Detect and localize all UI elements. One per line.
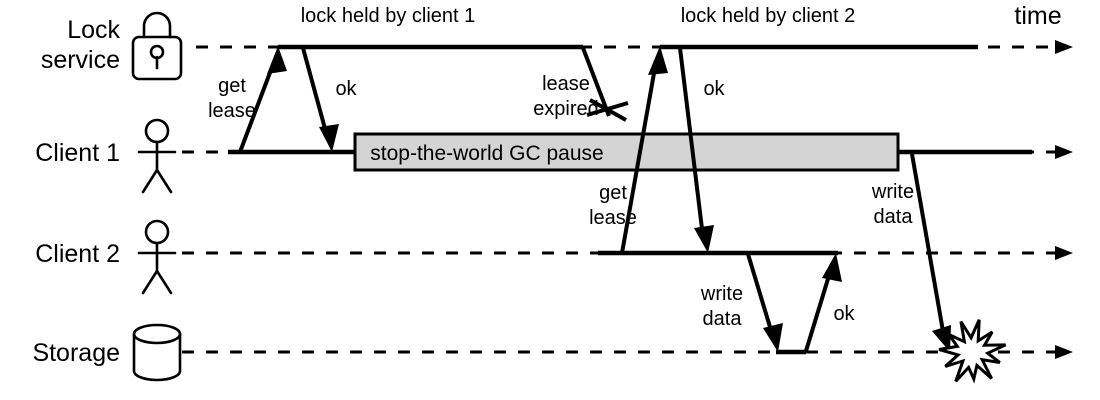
message-label-get-lease-client-2-line1: get (599, 182, 627, 204)
lane-label-storage: Storage (32, 339, 120, 367)
gc-pause-label: stop-the-world GC pause (370, 142, 603, 165)
gc-pause-box: stop-the-world GC pause (353, 132, 900, 172)
lifeline-storage (182, 345, 1073, 359)
message-label-get-lease-client-1-line1: get (218, 75, 246, 97)
padlock-icon (131, 11, 183, 81)
span-label-lock-held-client-1: lock held by client 1 (301, 5, 476, 27)
message-get-lease-client-1: get lease (208, 46, 287, 153)
message-label-lease-expired-line2: expired (533, 98, 599, 120)
message-label-write-data-client-1-line2: data (874, 206, 914, 228)
message-label-get-lease-client-1-line2: lease (208, 100, 256, 122)
time-arrow-client-1 (1055, 145, 1073, 159)
lifeline-lock-service (196, 40, 1073, 54)
lane-label-client-1: Client 1 (35, 139, 120, 167)
lane-storage: Storage (32, 323, 182, 382)
stick-figure-icon-client-1 (137, 118, 177, 194)
time-arrow-storage (1055, 345, 1073, 359)
message-write-data-client-2: write data (700, 253, 783, 352)
database-cylinder-icon (132, 323, 182, 382)
time-arrow-client-2 (1055, 246, 1073, 260)
lane-label-lock-service-line2: service (41, 46, 120, 74)
time-axis-label: time (1014, 2, 1061, 30)
lane-client-2: Client 2 (35, 219, 177, 295)
collision-burst-icon (938, 319, 1007, 384)
message-label-write-data-client-2-line2: data (703, 308, 743, 330)
message-get-lease-client-2: get lease (589, 46, 668, 254)
message-label-ok-storage-to-client-2: ok (833, 303, 855, 325)
stick-figure-icon-client-2 (137, 219, 177, 295)
lifeline-client-2 (182, 246, 1073, 260)
lane-label-lock-service-line1: Lock (67, 16, 120, 44)
message-lease-expired: lease expired (533, 47, 629, 122)
message-ok-to-client-1: ok (301, 47, 358, 152)
message-label-lease-expired-line1: lease (542, 73, 590, 95)
message-label-write-data-client-2-line1: write (700, 283, 743, 305)
message-ok-to-client-2: ok (678, 47, 726, 253)
message-ok-storage-to-client-2: ok (804, 253, 856, 352)
span-label-lock-held-client-2: lock held by client 2 (681, 5, 856, 27)
message-label-write-data-client-1-line1: write (871, 181, 914, 203)
lane-lock-service: Lock service (41, 11, 183, 81)
gc-pause-rect (353, 132, 900, 172)
lane-client-1: Client 1 (35, 118, 177, 194)
message-label-ok-to-client-1: ok (335, 78, 357, 100)
lane-label-client-2: Client 2 (35, 240, 120, 268)
message-label-ok-to-client-2: ok (703, 78, 725, 100)
message-label-get-lease-client-2-line2: lease (589, 207, 637, 229)
time-arrow-lock-service (1055, 40, 1073, 54)
